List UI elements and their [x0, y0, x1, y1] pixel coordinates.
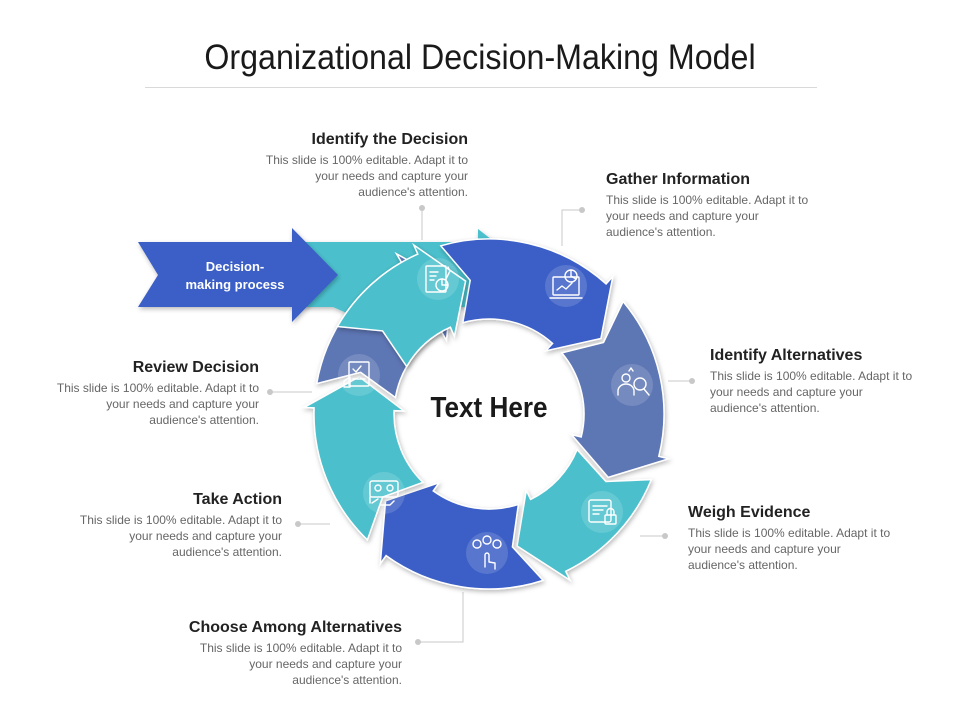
connector-gather-information-dot [579, 207, 585, 213]
segment-choose-alternatives [379, 481, 545, 590]
step-label-gather-information: Gather Information This slide is 100% ed… [606, 170, 886, 240]
title-divider [145, 87, 817, 88]
step-description: This slide is 100% editable. Adapt it to… [688, 526, 891, 572]
people-search-icon [611, 364, 653, 406]
step-description: This slide is 100% editable. Adapt it to… [199, 641, 402, 687]
callout-connectors [267, 205, 695, 645]
step-label-review-decision: Review Decision This slide is 100% edita… [0, 358, 259, 428]
entry-label-line2: making process [185, 277, 285, 292]
connector-weigh-evidence-dot [662, 533, 668, 539]
step-label-choose-alternatives: Choose Among Alternatives This slide is … [122, 618, 402, 688]
step-description: This slide is 100% editable. Adapt it to… [606, 193, 809, 239]
slide-title: Organizational Decision-Making Model [204, 38, 756, 77]
step-description: This slide is 100% editable. Adapt it to… [265, 153, 468, 199]
segment-identify-alternatives [560, 300, 672, 479]
connector-gather-information [561, 209, 582, 246]
connector-review-decision-dot [267, 389, 273, 395]
checklist-review-icon [338, 354, 380, 396]
step-label-identify-alternatives: Identify Alternatives This slide is 100%… [710, 346, 960, 416]
hand-select-people-icon [466, 532, 508, 574]
laptop-analytics-icon [545, 265, 587, 307]
step-description: This slide is 100% editable. Adapt it to… [79, 513, 282, 559]
connector-choose-alternatives-dot [415, 639, 421, 645]
step-title: Identify Alternatives [710, 347, 863, 364]
report-chart-icon [417, 258, 459, 300]
step-description: This slide is 100% editable. Adapt it to… [56, 381, 259, 427]
step-title: Review Decision [132, 359, 259, 376]
entry-label-line1: Decision- [205, 259, 265, 274]
step-label-identify-decision: Identify the Decision This slide is 100%… [188, 130, 468, 200]
step-icons [338, 258, 653, 574]
segment-gather-information [439, 238, 615, 353]
step-title: Identify the Decision [311, 131, 468, 148]
entry-arrow-label: Decision- making process [165, 258, 305, 294]
step-label-take-action: Take Action This slide is 100% editable.… [2, 490, 282, 560]
step-label-weigh-evidence: Weigh Evidence This slide is 100% editab… [688, 503, 960, 573]
connector-identify-alternatives-dot [689, 378, 695, 384]
segment-take-action [301, 375, 425, 542]
cycle-segments [300, 229, 672, 590]
step-title: Choose Among Alternatives [188, 619, 402, 636]
step-title: Weigh Evidence [688, 504, 811, 521]
segment-weigh-evidence [516, 448, 653, 583]
center-text: Text Here [430, 392, 548, 424]
document-lock-icon [581, 491, 623, 533]
team-meeting-icon [363, 472, 405, 514]
connector-take-action-dot [295, 521, 301, 527]
step-title: Gather Information [606, 171, 751, 188]
connector-identify-decision-dot [419, 205, 425, 211]
step-title: Take Action [193, 491, 282, 508]
connector-choose-alternatives [418, 592, 464, 643]
step-description: This slide is 100% editable. Adapt it to… [710, 369, 913, 415]
entry-arrow [138, 228, 338, 322]
